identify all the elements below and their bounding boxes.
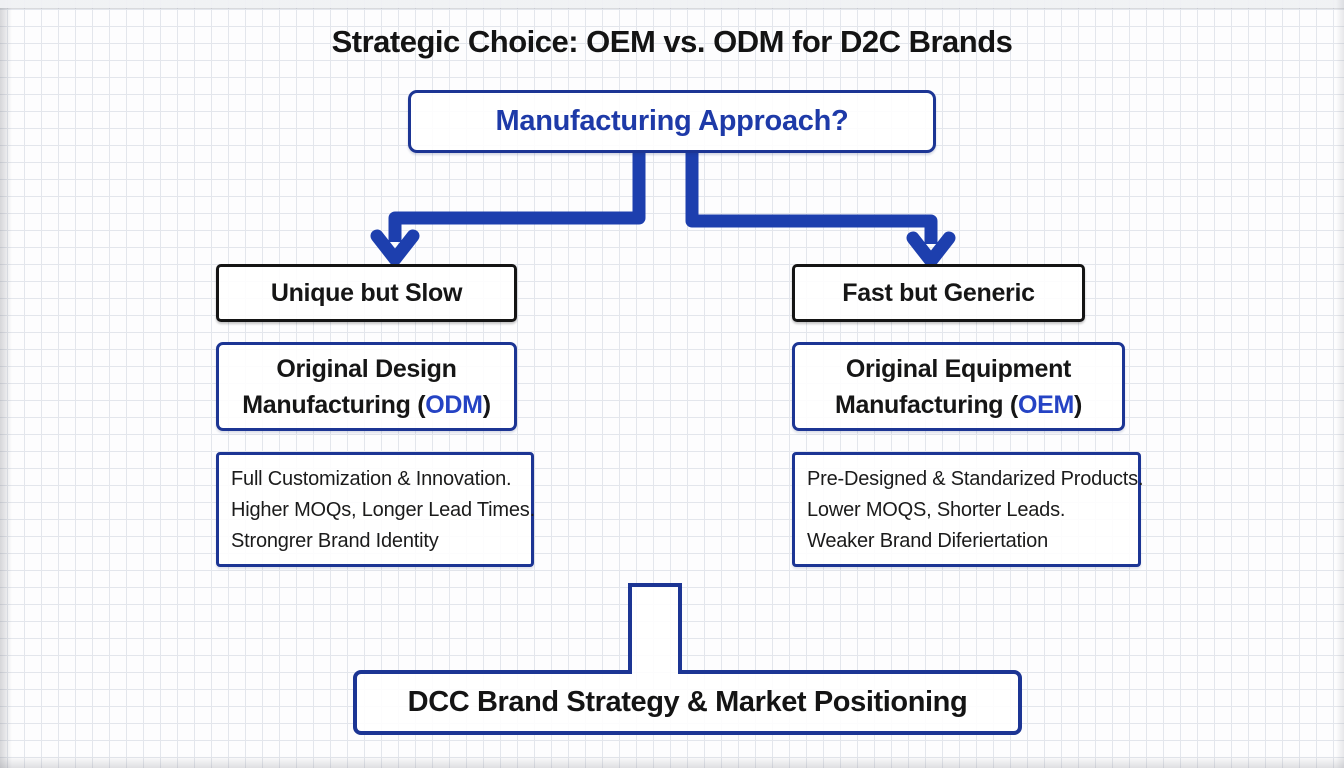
method-name-prefix: Manufacturing ( [834,390,1018,419]
verdict-node-odm: Unique but Slow [216,264,517,322]
details-line: Full Customization & Innovation. [231,468,512,490]
details-node-oem: Pre-Designed & Standarized Products. Low… [792,452,1144,567]
details-line: Higher MOQs, Longer Lead Times. [231,499,535,521]
method-name-line1: Original Design [276,354,457,383]
arrowhead-down-right-icon [906,231,956,268]
details-line: Pre-Designed & Standarized Products. [807,468,1144,490]
flow-line-left [388,153,646,242]
details-line: Weaker Brand Diferiertation [807,530,1049,552]
verdict-label: Fast but Generic [842,278,1035,307]
method-name-line2: Manufacturing (OEM) [835,387,1082,423]
method-acronym: ODM [425,390,483,419]
verdict-label: Unique but Slow [270,278,463,307]
decision-node-manufacturing-approach: Manufacturing Approach? [408,90,936,153]
method-name-line2: Manufacturing (ODM) [242,387,491,423]
verdict-node-oem: Fast but Generic [792,264,1085,322]
flow-line-right [685,153,938,244]
arrowhead-down-left-icon [370,229,420,266]
method-acronym: OEM [1017,390,1074,419]
outcome-box-with-connector-tab [353,583,1022,735]
details-line: Strongrer Brand Identity [231,530,439,552]
flow-arrows [370,153,956,268]
method-node-oem: Original Equipment Manufacturing (OEM) [792,342,1125,431]
details-node-odm: Full Customization & Innovation. Higher … [216,452,535,567]
diagram-title: Strategic Choice: OEM vs. ODM for D2C Br… [331,24,1013,59]
decision-node-label: Manufacturing Approach? [495,105,849,137]
method-name-suffix: ) [1074,390,1083,419]
method-node-odm: Original Design Manufacturing (ODM) [216,342,517,431]
details-line: Lower MOQS, Shorter Leads. [807,499,1066,521]
method-name-line1: Original Equipment [845,354,1072,383]
outcome-node-label: DCC Brand Strategy & Market Positioning [407,686,968,718]
method-name-suffix: ) [482,390,491,419]
method-name-prefix: Manufacturing ( [242,390,426,419]
